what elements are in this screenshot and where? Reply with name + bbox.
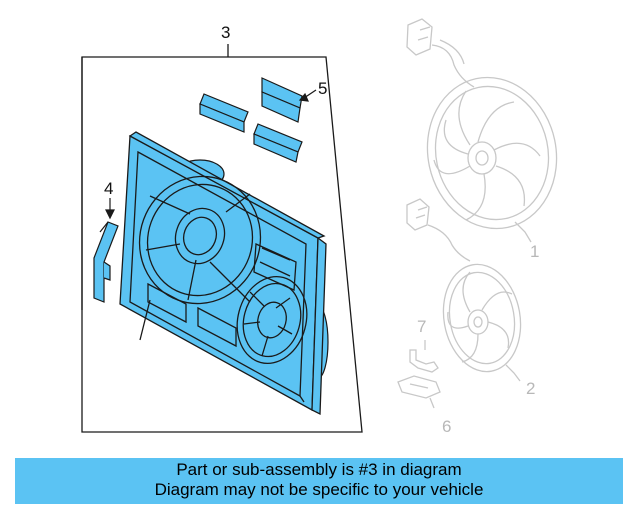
callout-5-arrow [298, 89, 317, 102]
callout-4-arrow [105, 198, 115, 220]
fan-motor-2-ghost [406, 198, 522, 382]
callout-1: 1 [530, 242, 539, 261]
banner-line-1: Part or sub-assembly is #3 in diagram [176, 460, 462, 479]
seal-strips-5 [199, 77, 303, 163]
bracket-7-ghost [409, 340, 439, 373]
callout-6: 6 [442, 417, 451, 436]
clip-6-ghost [397, 375, 441, 409]
assembly-frame [81, 56, 363, 433]
fan-shroud-assembly [119, 131, 327, 416]
side-bracket-4 [93, 221, 119, 303]
info-banner: Part or sub-assembly is #3 in diagram Di… [15, 458, 623, 504]
fan-motor-1-ghost [406, 18, 558, 243]
callout-3: 3 [221, 23, 230, 42]
callout-5: 5 [318, 79, 327, 98]
callout-7: 7 [417, 317, 426, 336]
callout-4: 4 [104, 179, 113, 198]
callout-2: 2 [526, 379, 535, 398]
parts-diagram: 3 4 5 1 2 6 7 [81, 18, 558, 436]
banner-line-2: Diagram may not be specific to your vehi… [154, 480, 484, 499]
